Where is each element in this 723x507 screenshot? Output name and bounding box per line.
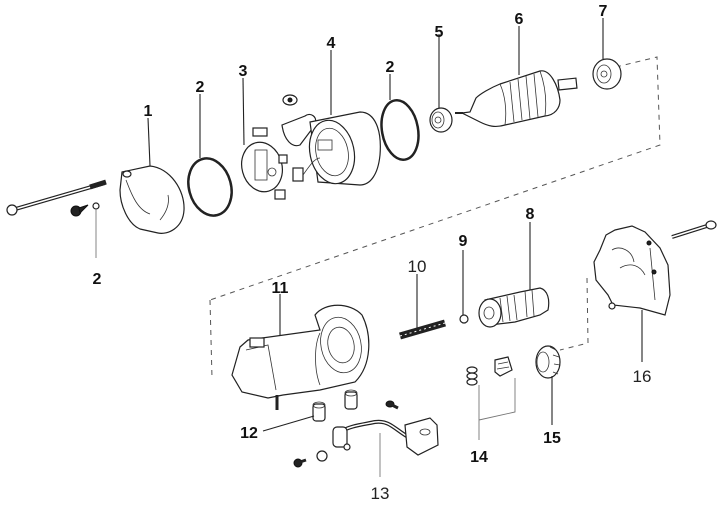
part-13-lead-wire — [332, 417, 439, 456]
part-15-idler-gear — [535, 345, 561, 379]
callout-2-upper: 2 — [196, 79, 205, 96]
part-3-brush-holder — [241, 127, 288, 200]
guide-line-right — [559, 277, 589, 351]
screw-lower — [293, 458, 307, 468]
callout-7: 7 — [599, 3, 608, 20]
assembly-guide-lines — [209, 56, 661, 379]
callout-11: 11 — [272, 280, 289, 297]
part-14-retainer — [466, 356, 513, 386]
small-bolt — [385, 400, 399, 410]
callout-15: 15 — [543, 430, 561, 447]
washer — [316, 450, 328, 462]
part-6-armature — [455, 70, 578, 128]
part-2-o-ring-second — [380, 99, 420, 161]
leader-1 — [147, 117, 151, 167]
guide-line-upper — [209, 56, 661, 301]
nut — [282, 94, 298, 106]
part-16-housing — [593, 225, 671, 316]
callout-2-right: 2 — [386, 59, 395, 76]
callout-13: 13 — [371, 484, 390, 503]
callout-3: 3 — [239, 63, 248, 80]
callout-9: 9 — [459, 233, 468, 250]
leader-12 — [262, 415, 315, 432]
part-11-magnetic-switch — [231, 304, 370, 410]
part-9-ball — [459, 314, 469, 324]
through-bolt — [6, 179, 107, 216]
part-4-yoke — [281, 111, 381, 186]
callout-labels: 1 2 2 2 3 4 5 6 7 8 9 10 11 12 13 14 15 … — [93, 3, 652, 503]
callout-1: 1 — [144, 103, 153, 120]
callout-8: 8 — [526, 206, 535, 223]
callout-6: 6 — [515, 11, 524, 28]
leader-3 — [242, 77, 245, 146]
callout-16: 16 — [633, 367, 652, 386]
part-8-clutch — [478, 287, 550, 328]
callout-2-lower: 2 — [93, 271, 102, 288]
part-1-end-frame — [119, 165, 185, 234]
part-7-bearing — [592, 58, 622, 90]
housing-bolt — [671, 220, 717, 239]
guide-line-left — [209, 299, 213, 379]
part-2-o-ring — [187, 157, 233, 217]
small-o-ring — [92, 202, 100, 210]
part-10-spring — [399, 319, 446, 340]
callout-5: 5 — [435, 24, 444, 41]
callout-10: 10 — [408, 257, 427, 276]
leader-14 — [478, 378, 516, 440]
callout-4: 4 — [327, 35, 336, 52]
part-5-bearing — [429, 107, 453, 133]
callout-12: 12 — [240, 425, 258, 442]
screw — [70, 204, 89, 217]
part-12-contact-plates — [312, 389, 358, 422]
callout-14: 14 — [470, 449, 488, 466]
leader-lines — [95, 18, 643, 477]
